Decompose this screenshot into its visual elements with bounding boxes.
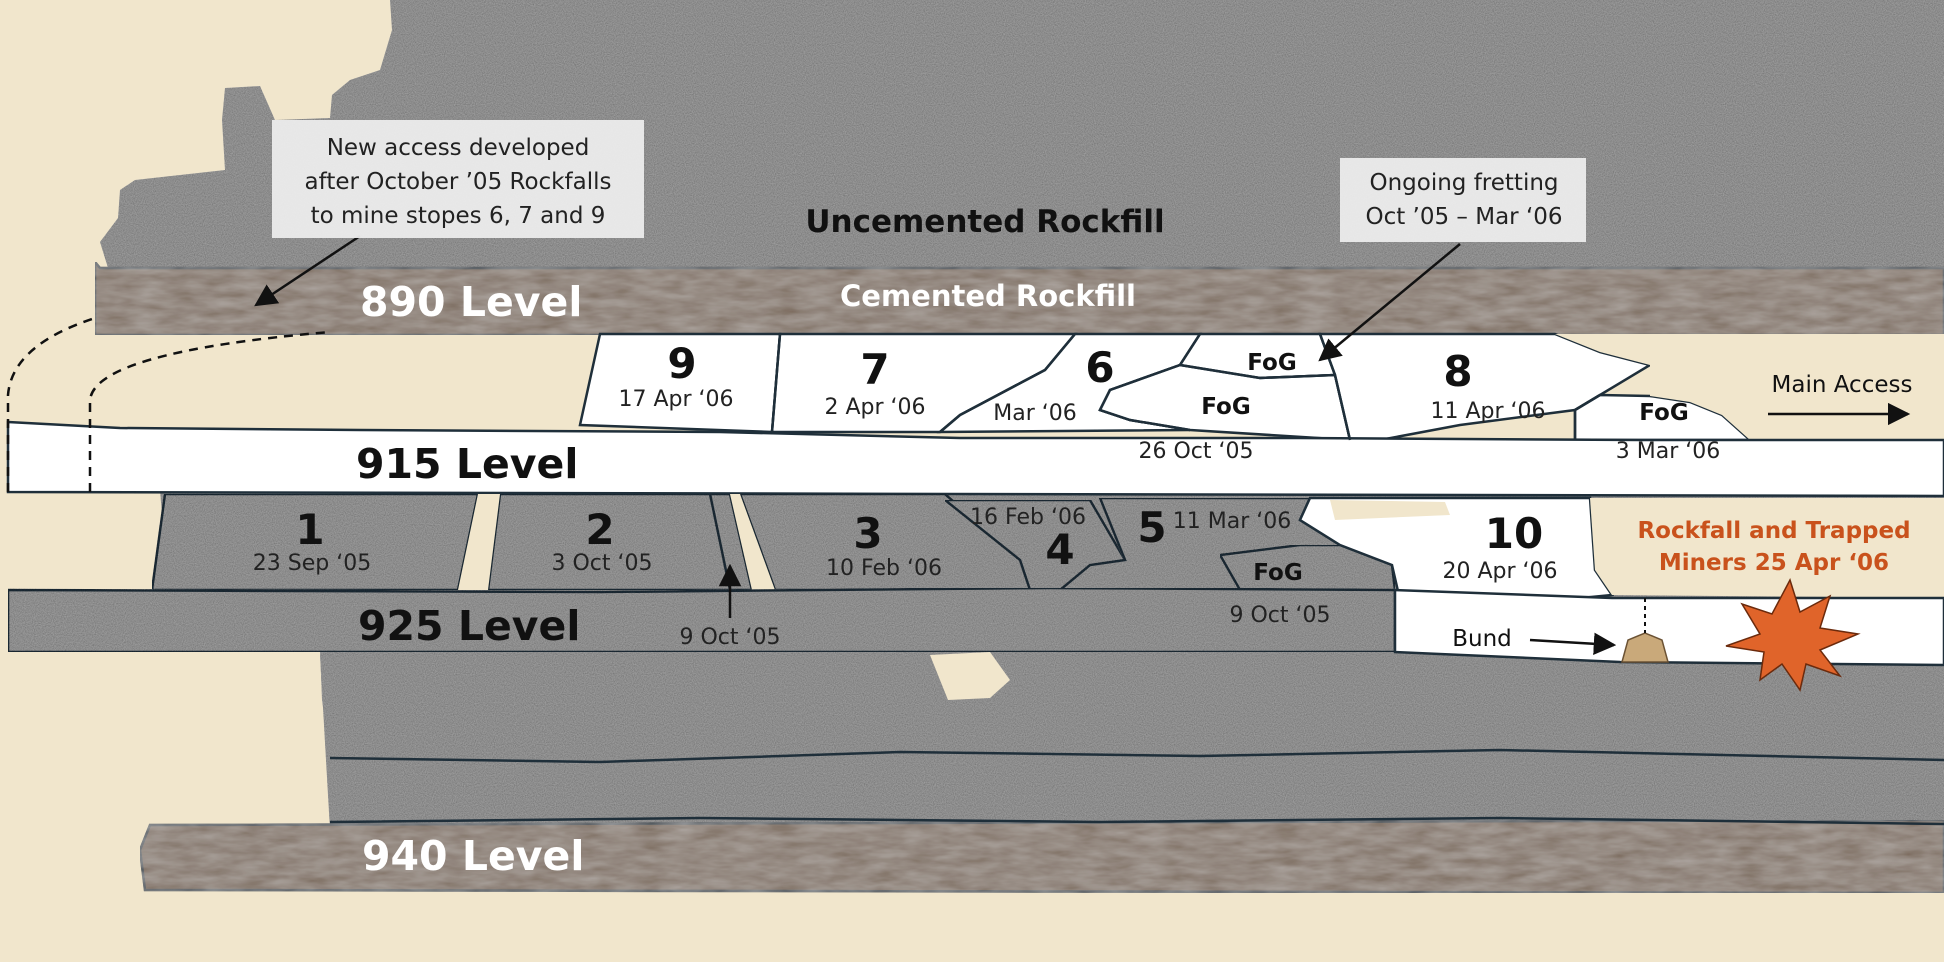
- level-915-drive: [6, 420, 1944, 498]
- stope-9-number: 9: [667, 339, 696, 388]
- bund-arrow: [1529, 632, 1617, 656]
- new-access-line-2: after October ’05 Rockfalls: [305, 169, 612, 195]
- pillar-date: 9 Oct ‘05: [679, 625, 780, 650]
- new-access-line-3: to mine stopes 6, 7 and 9: [311, 203, 606, 229]
- stope-4-number: 4: [1045, 525, 1074, 574]
- fretting-line-1: Ongoing fretting: [1369, 170, 1558, 196]
- level-940-label: 940 Level: [362, 832, 584, 880]
- stope-3-date: 10 Feb ‘06: [826, 556, 942, 581]
- stope-7-number: 7: [860, 345, 889, 394]
- stope-8-date: 11 Apr ‘06: [1430, 399, 1545, 424]
- rockfall-line-2: Miners 25 Apr ‘06: [1659, 550, 1889, 576]
- level-925-label: 925 Level: [358, 602, 580, 650]
- rockfall-line-1: Rockfall and Trapped: [1637, 518, 1910, 544]
- rockfall-zone-void: [1590, 498, 1944, 598]
- stope-6-date: Mar ‘06: [993, 401, 1077, 426]
- stope-5-number: 5: [1137, 503, 1166, 552]
- strata-line-2: [329, 816, 1944, 826]
- stope-2-number: 2: [585, 505, 614, 554]
- strata-line-1: [329, 748, 1944, 764]
- stope-7-date: 2 Apr ‘06: [824, 395, 925, 420]
- fog-label-9oct: FoG: [1253, 560, 1302, 586]
- fog-date-26oct: 26 Oct ‘05: [1138, 439, 1253, 464]
- level-890-drive: [93, 258, 1944, 337]
- fog-label-3mar: FoG: [1639, 400, 1688, 426]
- lower-stope-fills: [150, 492, 1397, 592]
- fretting-box: [1340, 158, 1586, 242]
- stope-3-number: 3: [853, 509, 882, 558]
- rock-gap-2: [730, 494, 775, 590]
- rock-hole: [930, 652, 1010, 700]
- stope-1-date: 23 Sep ‘05: [253, 551, 371, 576]
- new-access-box: [272, 120, 644, 238]
- stope-6-number: 6: [1085, 343, 1114, 392]
- stope-10-number: 10: [1485, 509, 1543, 558]
- fog-label-26oct: FoG: [1201, 394, 1250, 420]
- fog-date-9oct: 9 Oct ‘05: [1229, 603, 1330, 628]
- rock-mass-bottom: [320, 655, 1944, 830]
- bund-rock: [1621, 632, 1669, 663]
- stope-5-date: 11 Mar ‘06: [1173, 509, 1291, 534]
- rock-notch: [1330, 500, 1450, 520]
- cemented-rockfill-label: Cemented Rockfill: [840, 279, 1136, 313]
- level-915-label: 915 Level: [356, 440, 578, 488]
- main-access-label: Main Access: [1772, 372, 1913, 398]
- stope-boundaries: [770, 333, 1601, 441]
- stope-8-number: 8: [1443, 347, 1472, 396]
- rock-gap-1: [458, 494, 500, 590]
- fretting-arrow: [1318, 243, 1461, 362]
- rockfall-burst: [1725, 578, 1861, 692]
- stope-4-date: 16 Feb ‘06: [970, 505, 1086, 530]
- fog-date-3mar: 3 Mar ‘06: [1616, 439, 1720, 464]
- stope-1-number: 1: [295, 505, 324, 554]
- new-access-line-1: New access developed: [327, 135, 590, 161]
- uncemented-rockfill-label: Uncemented Rockfill: [805, 204, 1164, 240]
- fog-label-upper: FoG: [1247, 350, 1296, 376]
- fretting-line-2: Oct ’05 – Mar ‘06: [1365, 204, 1562, 230]
- stope-10-date: 20 Apr ‘06: [1442, 559, 1557, 584]
- new-access-arrow: [254, 234, 361, 307]
- stope-2-date: 3 Oct ‘05: [551, 551, 652, 576]
- new-access-path: [6, 316, 331, 492]
- bund-label: Bund: [1452, 626, 1512, 652]
- level-890-label: 890 Level: [360, 278, 582, 326]
- stope-9-date: 17 Apr ‘06: [618, 387, 733, 412]
